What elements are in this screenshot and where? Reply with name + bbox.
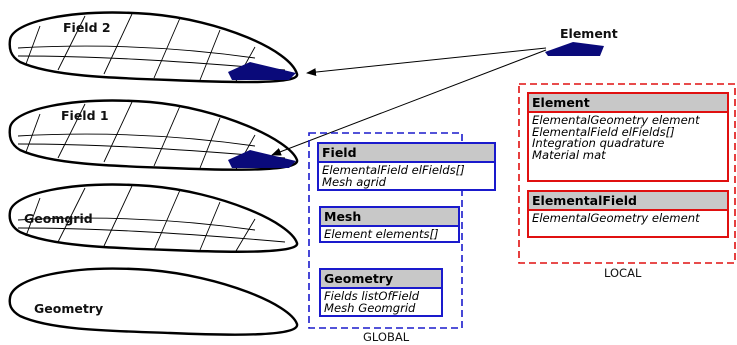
arrow-to-field1 [271,49,547,156]
class-field-attr: Mesh agrid [322,174,387,189]
class-element: Element ElementalGeometry element Elemen… [527,92,729,182]
class-element-attrs: ElementalGeometry element ElementalField… [529,113,727,161]
geomgrid-shape [8,183,299,253]
class-elementalfield: ElementalField ElementalGeometry element [527,190,729,238]
field2-shape [8,11,299,84]
class-element-attr: Material mat [532,147,606,162]
class-geometry-title: Geometry [321,270,441,289]
class-mesh: Mesh Element elements[] [319,206,460,243]
element-label: Element [560,26,618,41]
global-container [308,132,463,329]
arrow-to-field2 [306,47,547,77]
element-glyph [545,42,604,56]
geometry-shape [8,267,299,336]
class-element-title: Element [529,94,727,113]
global-caption: GLOBAL [363,330,410,344]
class-element-attr: ElementalGeometry element [532,113,700,127]
class-element-attr: Integration quadrature [532,136,665,150]
class-elementalfield-title: ElementalField [529,192,727,211]
class-element-attr: ElementalField elFields[] [532,124,675,139]
field1-label: Field 1 [61,108,109,123]
class-mesh-attr: Element elements[] [324,227,439,241]
class-field: Field ElementalField elFields[] Mesh agr… [317,142,496,191]
class-elementalfield-attrs: ElementalGeometry element [529,211,727,225]
class-mesh-attrs: Element elements[] [321,227,458,241]
field1-element [228,150,296,168]
class-geometry: Geometry Fields listOfField Mesh Geomgri… [319,268,443,317]
geometry-label: Geometry [34,301,104,316]
field2-label: Field 2 [63,20,111,35]
class-geometry-attr: Mesh Geomgrid [324,300,416,315]
local-caption: LOCAL [604,266,642,280]
class-field-attr: ElementalField elFields[] [322,163,465,177]
class-geometry-attr: Fields listOfField [324,289,420,303]
field2-element [228,62,296,80]
field1-shape [8,99,299,171]
class-field-title: Field [319,144,494,163]
class-geometry-attrs: Fields listOfField Mesh Geomgrid [321,289,441,314]
class-field-attrs: ElementalField elFields[] Mesh agrid [319,163,494,188]
geomgrid-label: Geomgrid [24,211,93,226]
class-mesh-title: Mesh [321,208,458,227]
class-elementalfield-attr: ElementalGeometry element [532,211,700,225]
